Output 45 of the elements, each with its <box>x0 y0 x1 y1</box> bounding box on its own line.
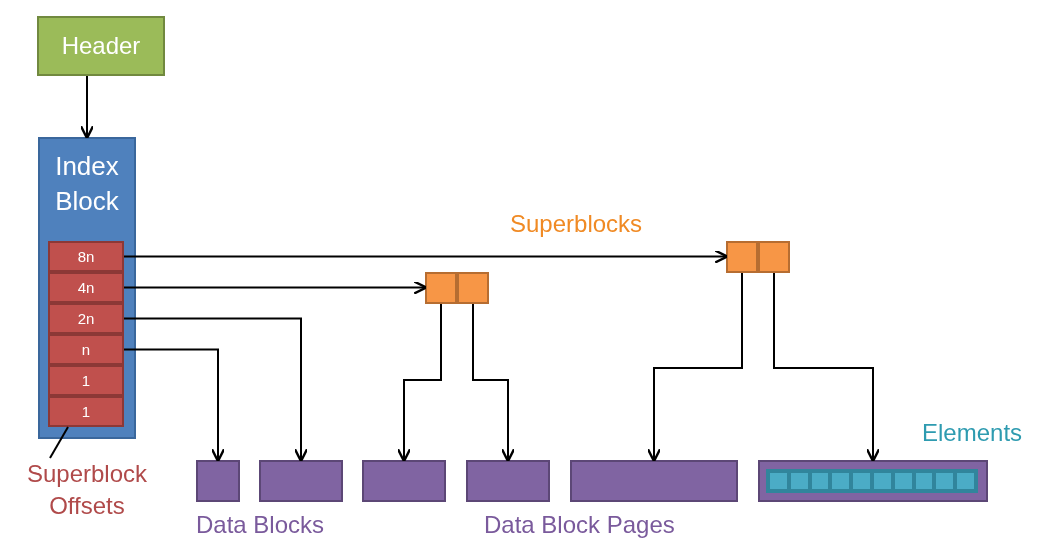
superblock-cell <box>457 272 489 304</box>
superblock-cell <box>726 241 758 273</box>
element-cell <box>830 471 852 491</box>
element-cell <box>913 471 935 491</box>
element-strip <box>766 469 978 493</box>
leader-line <box>49 426 69 459</box>
data-block <box>570 460 738 502</box>
caption-text: Elements <box>922 419 1023 447</box>
element-cell <box>809 471 831 491</box>
offset-cell: 4n <box>48 272 124 303</box>
data-block <box>758 460 988 502</box>
offset-cell: 8n <box>48 241 124 272</box>
caption-text: Superblocks <box>510 210 643 238</box>
arrow <box>123 317 309 463</box>
arrow <box>123 348 226 463</box>
offset-cell: n <box>48 334 124 365</box>
arrow <box>79 75 95 140</box>
arrow <box>396 303 442 463</box>
arrow <box>472 303 516 463</box>
offset-cell: 1 <box>48 396 124 427</box>
data-block <box>259 460 343 502</box>
offset-cell: 2n <box>48 303 124 334</box>
superblock-cell <box>425 272 457 304</box>
element-cell <box>872 471 893 491</box>
element-cell <box>768 471 789 491</box>
arrow <box>646 272 743 463</box>
element-cell <box>851 471 872 491</box>
data-block <box>196 460 240 502</box>
data-block <box>362 460 446 502</box>
annotation-text: Superblock Offsets <box>25 459 149 522</box>
block-title: Index Block <box>54 150 120 219</box>
data-block <box>466 460 550 502</box>
header-box: Header <box>37 16 165 76</box>
arrow <box>123 249 729 264</box>
caption-text: Data Block Pages <box>484 511 675 539</box>
superblock-cell <box>758 241 790 273</box>
caption-text: Data Blocks <box>196 511 325 539</box>
arrow <box>773 272 881 463</box>
element-cell <box>788 471 810 491</box>
element-cell <box>955 471 976 491</box>
element-cell <box>934 471 956 491</box>
index-block <box>38 137 136 439</box>
offset-cell: 1 <box>48 365 124 396</box>
arrow <box>123 280 428 295</box>
element-cell <box>892 471 914 491</box>
